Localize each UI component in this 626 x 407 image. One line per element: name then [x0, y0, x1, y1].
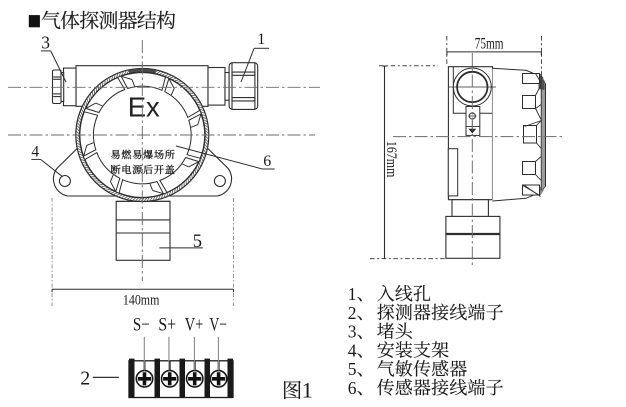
svg-text:S−: S−	[133, 314, 150, 335]
svg-text:1: 1	[348, 284, 357, 304]
svg-text:V+: V+	[185, 314, 204, 335]
svg-text:3: 3	[41, 32, 50, 52]
svg-text:4: 4	[31, 144, 39, 161]
svg-text:2: 2	[80, 367, 90, 389]
svg-text:140mm: 140mm	[123, 292, 160, 308]
svg-text:1: 1	[257, 31, 265, 48]
svg-text:2: 2	[348, 303, 357, 323]
svg-text:S+: S+	[158, 314, 176, 335]
svg-text:5: 5	[348, 359, 357, 379]
svg-text:4: 4	[348, 340, 357, 360]
svg-text:3: 3	[348, 322, 357, 342]
svg-text:167mm: 167mm	[383, 141, 399, 178]
svg-text:6: 6	[348, 378, 357, 398]
svg-text:Ex: Ex	[128, 92, 160, 123]
svg-text:75mm: 75mm	[475, 35, 504, 52]
svg-text:5: 5	[193, 232, 202, 252]
svg-text:1: 1	[302, 377, 313, 402]
svg-text:V−: V−	[209, 314, 227, 335]
svg-text:6: 6	[263, 153, 271, 170]
